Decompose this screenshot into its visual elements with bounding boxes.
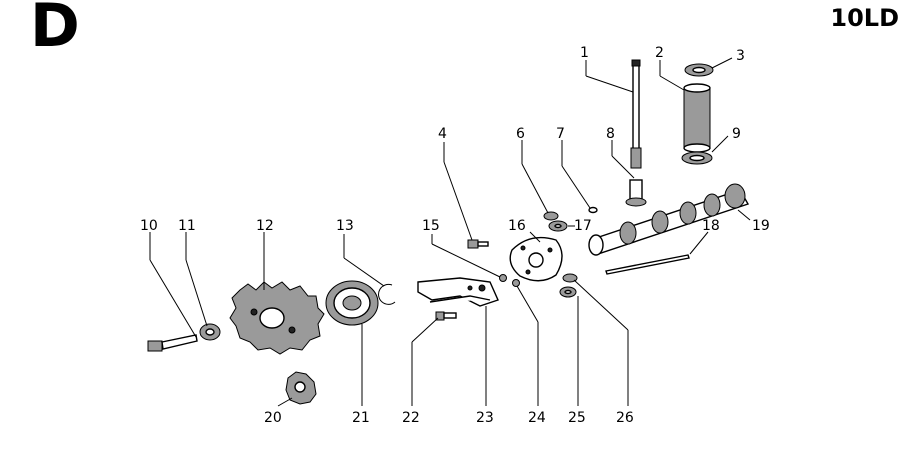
part-bolt-small [467, 239, 489, 249]
part-clip [378, 283, 396, 305]
part-tube [683, 83, 711, 153]
callout-26: 26 [616, 410, 634, 426]
callout-16: 16 [508, 218, 526, 234]
callout-6: 6 [516, 126, 525, 142]
part-screw [435, 311, 457, 321]
part-seal-disc [325, 280, 379, 326]
callout-10: 10 [140, 218, 158, 234]
part-washer-11 [199, 323, 221, 341]
section-letter: D [30, 0, 80, 61]
part-rod [605, 254, 690, 275]
callout-24: 24 [528, 410, 546, 426]
callout-23: 23 [476, 410, 494, 426]
part-fork-bracket [417, 277, 499, 307]
callout-numbers: 1 2 3 4 6 7 8 9 10 11 12 13 15 16 17 18 … [140, 45, 770, 426]
part-washers-lower [559, 273, 578, 298]
callout-18: 18 [702, 218, 720, 234]
part-washers-upper [543, 206, 598, 232]
part-flange [509, 236, 563, 282]
part-ring-bottom [681, 151, 713, 165]
part-ring-top [684, 63, 714, 77]
callout-4: 4 [438, 126, 447, 142]
leader-lines [149, 57, 751, 407]
callout-13: 13 [336, 218, 354, 234]
callout-1: 1 [580, 45, 589, 61]
part-gear-small [285, 371, 317, 405]
callout-11: 11 [178, 218, 196, 234]
model-label: 10LD [830, 4, 899, 32]
callout-8: 8 [606, 126, 615, 142]
part-nuts-small [499, 274, 520, 287]
callout-2: 2 [655, 45, 664, 61]
callout-25: 25 [568, 410, 586, 426]
part-gear-large [229, 281, 325, 355]
callout-3: 3 [736, 48, 745, 64]
callout-9: 9 [732, 126, 741, 142]
callout-12: 12 [256, 218, 274, 234]
callout-21: 21 [352, 410, 370, 426]
part-bolt-long [147, 334, 198, 352]
callout-7: 7 [556, 126, 565, 142]
part-camshaft [588, 183, 750, 256]
callout-22: 22 [402, 410, 420, 426]
callout-17: 17 [574, 218, 592, 234]
callout-20: 20 [264, 410, 282, 426]
callout-15: 15 [422, 218, 440, 234]
part-tappet [625, 179, 647, 207]
callout-19: 19 [752, 218, 770, 234]
part-push-rod [630, 59, 642, 169]
